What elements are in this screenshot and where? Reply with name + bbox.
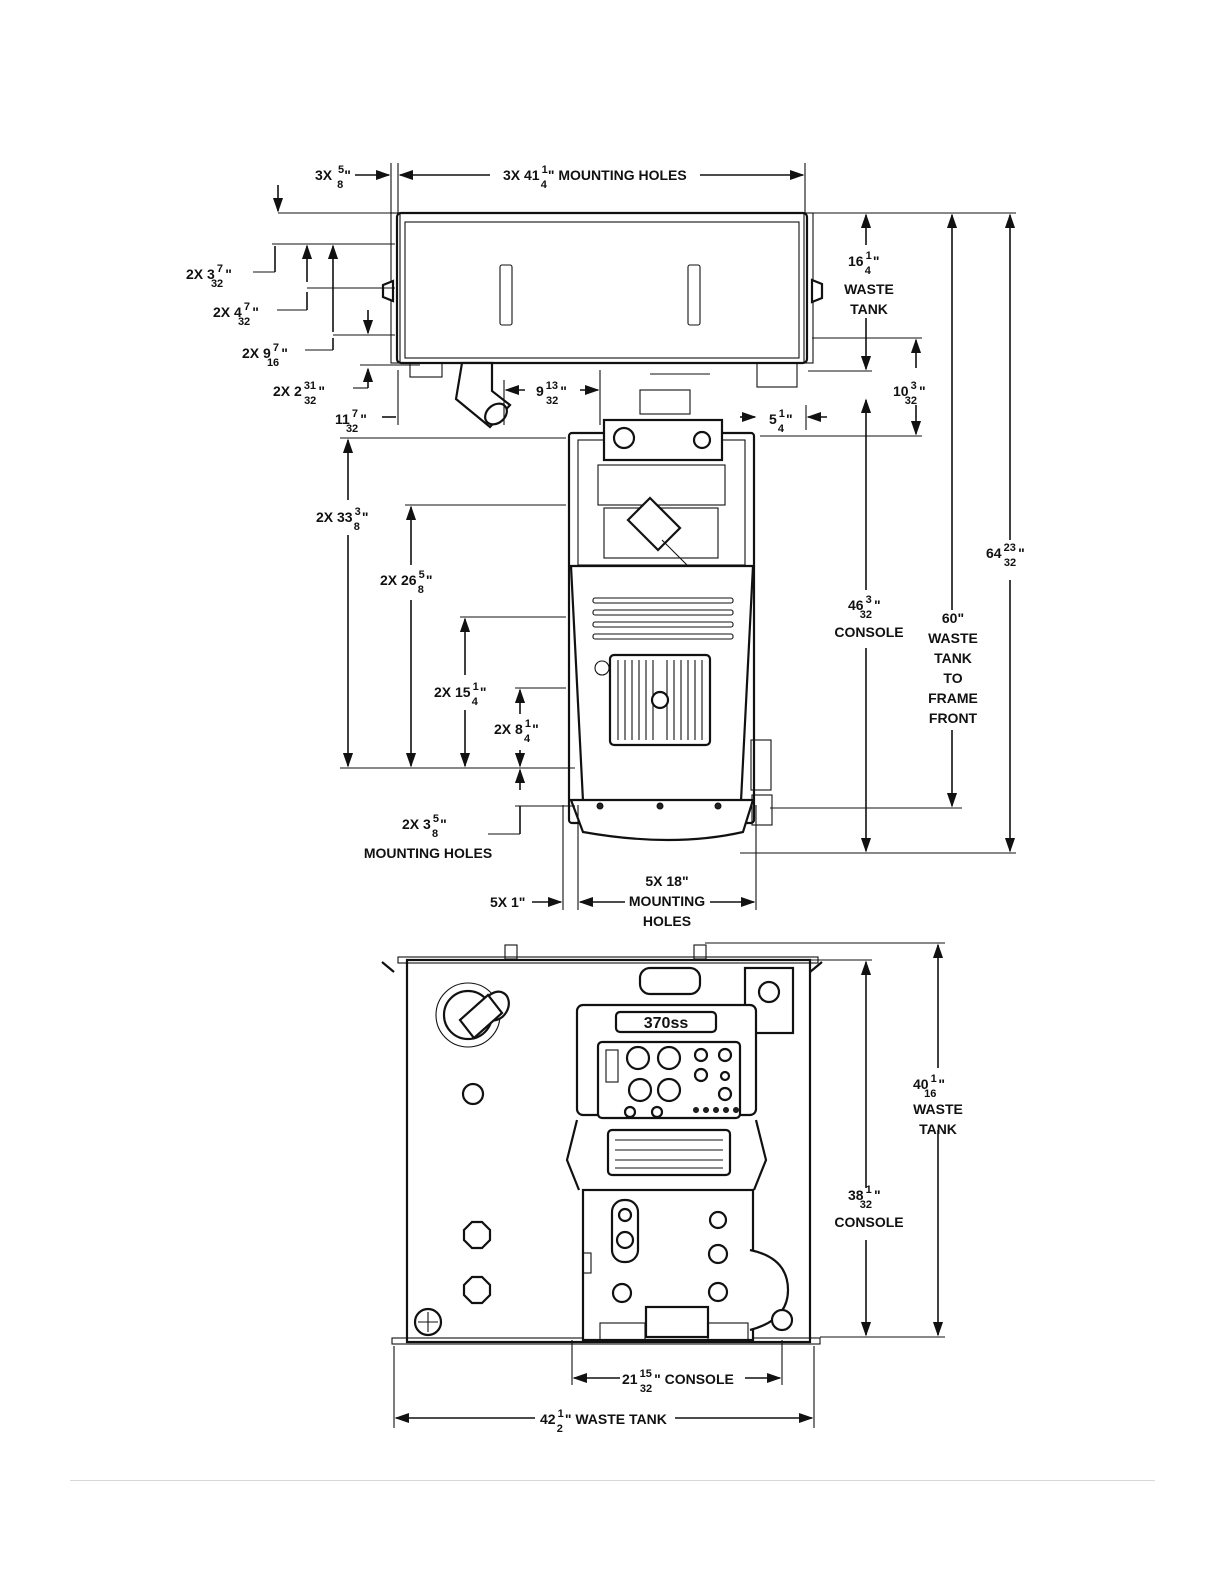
footer-divider — [70, 1480, 1155, 1481]
dim-5x-18-line2: MOUNTING — [629, 893, 705, 909]
model-badge: 370ss — [644, 1015, 689, 1032]
dim-5x-18-line3: HOLES — [643, 913, 691, 929]
label-mounting-holes-left: MOUNTING HOLES — [364, 845, 492, 861]
dim-60-line2: WASTE — [928, 630, 978, 646]
front-view: 370ss — [381, 942, 963, 1435]
dim-60-line1: 60" — [942, 610, 964, 626]
dim-5x-18-line1: 5X 18" — [645, 873, 688, 889]
top-view-dimension-lines — [253, 163, 1016, 910]
dim-60-line5: FRAME — [928, 690, 978, 706]
label-console-front: CONSOLE — [834, 1214, 903, 1230]
dim-60-line6: FRONT — [929, 710, 978, 726]
dim-5x-1: 5X 1" — [490, 894, 525, 910]
grille-pattern — [615, 1139, 723, 1169]
label-tank-front: TANK — [919, 1121, 957, 1137]
front-view-dimension-lines — [393, 942, 945, 1428]
console-front: 370ss — [565, 1003, 794, 1342]
label-tank: TANK — [850, 301, 888, 317]
waste-tank-top — [381, 211, 824, 429]
label-console-top: CONSOLE — [834, 624, 903, 640]
label-waste-front: WASTE — [913, 1101, 963, 1117]
console-frame-top — [567, 418, 773, 842]
vent-slots — [592, 597, 734, 640]
hose-reel-bracket — [638, 966, 795, 1035]
dim-60-line4: TO — [943, 670, 962, 686]
label-waste: WASTE — [844, 281, 894, 297]
dim-60-line3: TANK — [934, 650, 972, 666]
